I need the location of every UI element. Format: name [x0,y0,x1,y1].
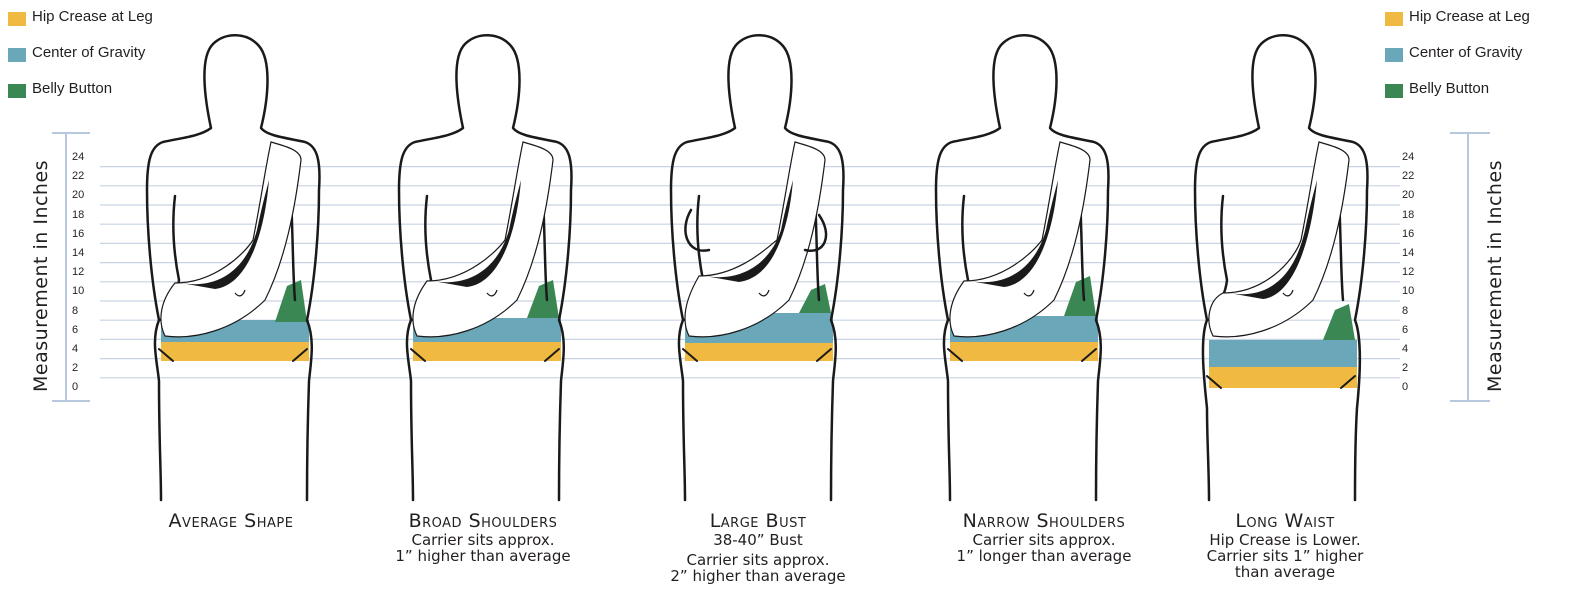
belly-button-band [799,284,831,313]
figure-note: than average [1172,564,1398,580]
tick-label: 20 [1402,190,1414,201]
caption-long-waist: Long Waist Hip Crease is Lower. Carrier … [1172,510,1398,580]
tick-label: 8 [1402,306,1408,317]
hip-crease-swatch [8,12,26,26]
belly-button-band [527,280,559,318]
figure-title: Large Bust [645,510,871,532]
carrier-strap [1209,142,1349,337]
caption-average-shape: Average Shape [118,510,344,532]
tick-label: 4 [1402,344,1408,355]
figure-2 [399,35,571,500]
figure-note: 1” higher than average [370,548,596,564]
figure-note: Hip Crease is Lower. [1172,532,1398,548]
caption-large-bust: Large Bust 38-40” Bust Carrier sits appr… [645,510,871,584]
tick-label: 16 [1402,229,1414,240]
tick-label: 8 [72,306,78,317]
tick-label: 20 [72,190,84,201]
left-scale-bracket [52,133,90,401]
hip-crease-swatch [1385,12,1403,26]
tick-label: 2 [72,363,78,374]
measurement-band [1209,367,1357,388]
caption-broad-shoulders: Broad Shoulders Carrier sits approx. 1” … [370,510,596,564]
measurement-band [413,342,561,361]
center-of-gravity-swatch [8,48,26,62]
figure-note: 2” higher than average [645,568,871,584]
tick-label: 12 [1402,267,1414,278]
figure-title: Average Shape [118,510,344,532]
tick-label: 22 [1402,171,1414,182]
tick-label: 24 [1402,152,1414,163]
belly-button-swatch [1385,84,1403,98]
figure-5 [1195,35,1367,500]
figure-3 [671,35,843,500]
measurement-band [950,342,1098,361]
tick-label: 6 [72,325,78,336]
axis-title-left: Measurement in Inches [30,160,52,392]
measurement-band [1209,340,1357,367]
tick-label: 18 [72,210,84,221]
figure-1 [147,35,319,500]
tick-label: 6 [1402,325,1408,336]
measurement-band [685,343,833,361]
axis-title-right: Measurement in Inches [1484,160,1506,392]
measurement-band [161,342,309,361]
figure-note: Carrier sits approx. [370,532,596,548]
figure-title: Long Waist [1172,510,1398,532]
tick-label: 16 [72,229,84,240]
figure-4 [936,35,1108,500]
figure-note: 1” longer than average [914,548,1174,564]
figure-note: Carrier sits approx. [914,532,1174,548]
tick-label: 10 [1402,286,1414,297]
tick-label: 12 [72,267,84,278]
belly-button-swatch [8,84,26,98]
tick-label: 0 [72,382,78,393]
tick-label: 24 [72,152,84,163]
figure-note: 38-40” Bust [645,532,871,548]
tick-label: 10 [72,286,84,297]
figure-title: Broad Shoulders [370,510,596,532]
belly-button-band [1323,304,1355,340]
center-of-gravity-swatch [1385,48,1403,62]
tick-label: 4 [72,344,78,355]
tick-label: 14 [1402,248,1414,259]
tick-label: 2 [1402,363,1408,374]
figure-note: Carrier sits approx. [645,552,871,568]
tick-label: 18 [1402,210,1414,221]
caption-narrow-shoulders: Narrow Shoulders Carrier sits approx. 1”… [914,510,1174,564]
figure-title: Narrow Shoulders [914,510,1174,532]
figure-note: Carrier sits 1” higher [1172,548,1398,564]
tick-label: 0 [1402,382,1408,393]
tick-label: 22 [72,171,84,182]
tick-label: 14 [72,248,84,259]
